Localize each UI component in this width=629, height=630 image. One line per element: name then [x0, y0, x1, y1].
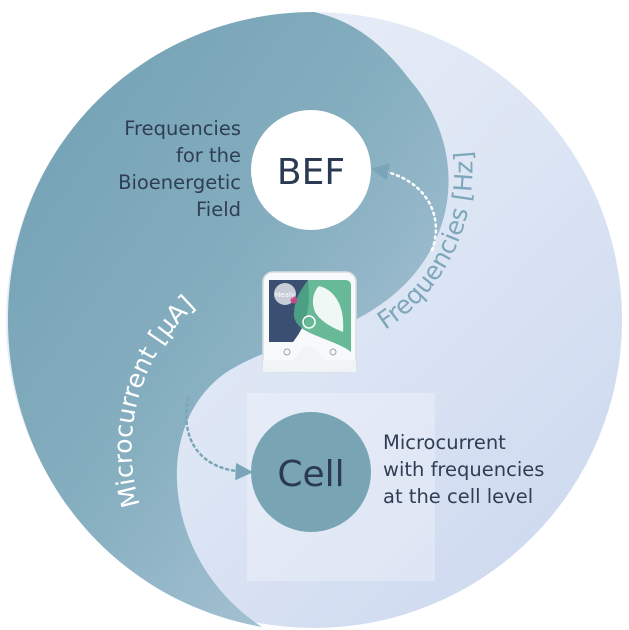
device-logo-text: Healy: [275, 291, 295, 299]
device-indicator-icon: [290, 296, 298, 304]
cell-description-line: Microcurrent: [383, 431, 506, 454]
device-logo-dot: [274, 283, 296, 305]
device-right-icon: [329, 348, 337, 356]
bef-description-line: Field: [195, 198, 241, 221]
bef-description-line: for the: [175, 144, 241, 167]
cell-description-line: with frequencies: [383, 458, 545, 481]
bef-node: [251, 110, 371, 230]
bef-description-line: Frequencies: [124, 117, 241, 140]
cell-description: Microcurrent with frequencies at the cel…: [383, 429, 613, 510]
cell-title: Cell: [277, 454, 344, 495]
arrow-to-cell: [185, 396, 253, 481]
cell-node: [251, 412, 371, 532]
bef-description: Frequencies for the Bioenergetic Field: [64, 115, 241, 223]
device-left-icon: [283, 348, 291, 356]
device-center-button: [302, 315, 316, 329]
cell-description-line: at the cell level: [383, 485, 534, 508]
healy-device: [262, 271, 357, 373]
arrow-to-bef: [371, 163, 438, 252]
bef-description-line: Bioenergetic: [118, 171, 241, 194]
bef-title: BEF: [277, 152, 345, 193]
